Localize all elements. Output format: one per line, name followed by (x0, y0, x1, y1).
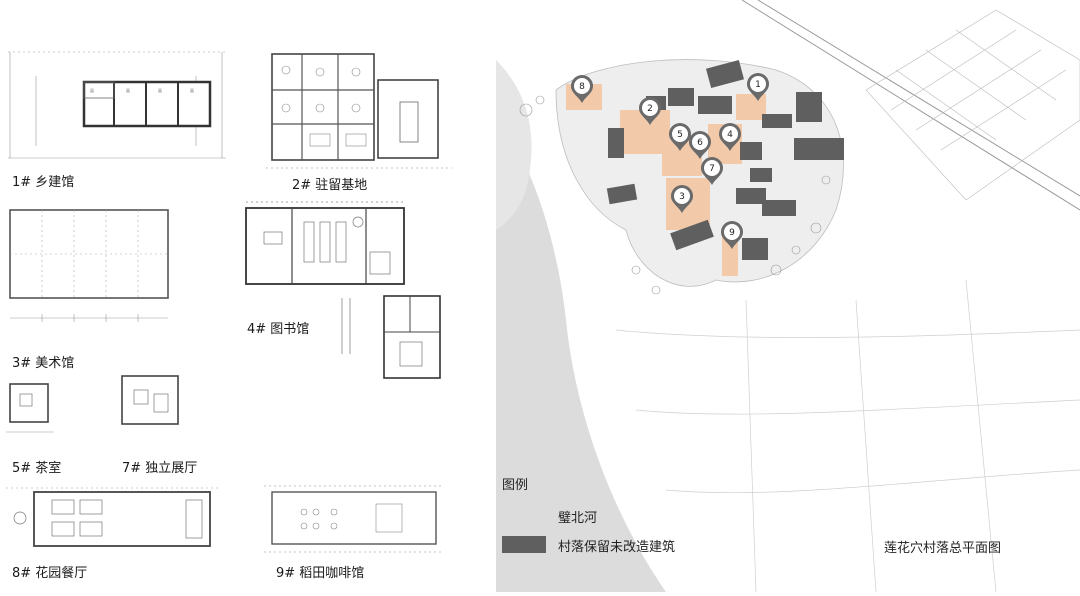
legend-label-river: 璧北河 (558, 511, 598, 526)
floor-plan-caption: 2# 驻留基地 (292, 178, 368, 193)
map-marker-label: 3 (679, 192, 685, 202)
map-marker-label: 5 (677, 130, 683, 140)
map-marker-7: 7 (701, 157, 723, 185)
river-area (496, 120, 666, 592)
map-marker-label: 4 (727, 130, 733, 140)
floor-plan-caption: 4# 图书馆 (247, 322, 310, 337)
map-marker-label: 2 (647, 104, 653, 114)
legend-swatch-existing-building (502, 536, 546, 553)
svg-text:展: 展 (158, 87, 162, 93)
floor-plan-caption: 3# 美术馆 (12, 356, 75, 371)
map-marker-6: 6 (689, 131, 711, 159)
map-marker-9: 9 (721, 221, 743, 249)
svg-text:展: 展 (190, 87, 194, 93)
map-marker-label: 6 (697, 138, 703, 148)
legend-title: 图例 (502, 478, 529, 493)
floor-plan-caption: 5# 茶室 (12, 461, 62, 476)
floor-plan-4 (238, 198, 444, 384)
floor-plan-9 (264, 480, 442, 558)
floor-plan-1: 展展展展 (6, 46, 228, 162)
floor-plan-caption: 1# 乡建馆 (12, 175, 75, 190)
floor-plan-7 (116, 372, 184, 430)
floor-plan-8 (6, 484, 218, 556)
floor-plan-2 (266, 50, 452, 170)
map-marker-label: 8 (579, 82, 585, 92)
legend-swatch-river (502, 507, 546, 524)
floor-plan-5 (6, 380, 54, 436)
floor-plan-caption: 7# 独立展厅 (122, 461, 198, 476)
map-marker-label: 1 (755, 80, 761, 90)
map-marker-label: 9 (729, 228, 735, 238)
legend-label-existing-building: 村落保留未改造建筑 (558, 540, 676, 555)
map-title: 莲花穴村落总平面图 (884, 541, 1002, 556)
map-marker-2: 2 (639, 97, 661, 125)
map-marker-label: 7 (709, 164, 715, 174)
floor-plan-caption: 9# 稻田咖啡馆 (276, 566, 365, 581)
floor-plan-caption: 8# 花园餐厅 (12, 566, 88, 581)
map-marker-3: 3 (671, 185, 693, 213)
svg-text:展: 展 (90, 87, 94, 93)
site-plan-map: 1 2 3 4 5 6 7 8 9 (496, 0, 1080, 596)
map-marker-5: 5 (669, 123, 691, 151)
svg-text:展: 展 (126, 87, 130, 93)
map-marker-8: 8 (571, 75, 593, 103)
map-marker-4: 4 (719, 123, 741, 151)
existing-building (606, 59, 844, 260)
map-marker-1: 1 (747, 73, 769, 101)
floor-plan-3 (6, 206, 172, 330)
